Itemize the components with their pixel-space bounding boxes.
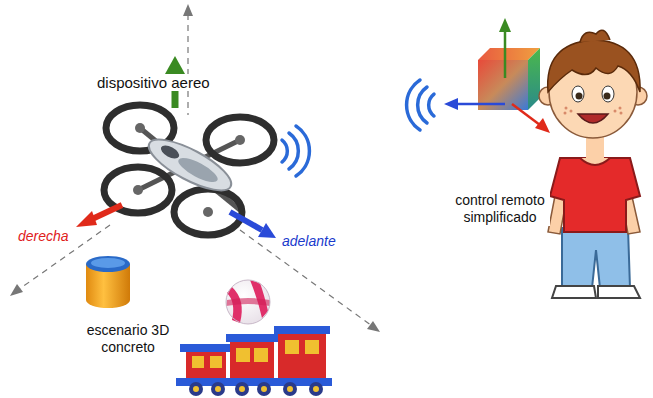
child (539, 30, 647, 298)
cube-remote (478, 48, 540, 110)
axis-lines (18, 14, 372, 326)
wireless-waves (282, 126, 309, 176)
cube-up-arrow (499, 18, 511, 78)
device-label: dispositivo aereo (95, 74, 212, 91)
drone (104, 105, 274, 235)
remote-waves (407, 80, 434, 130)
cube-right-arrow (512, 104, 550, 133)
axis-label: derecha (16, 228, 71, 245)
cube-left-arrow (444, 98, 505, 110)
axis-label: adelante (280, 233, 338, 250)
ball-toy (226, 280, 270, 324)
train-toy (176, 326, 332, 396)
right-arrow (76, 205, 122, 227)
cylinder-toy (86, 256, 130, 308)
axis-heads (10, 4, 380, 332)
scene-label: escenario 3D concreto (76, 322, 180, 356)
remote-label: control remoto simplificado (450, 192, 550, 226)
forward-arrow (230, 212, 276, 238)
